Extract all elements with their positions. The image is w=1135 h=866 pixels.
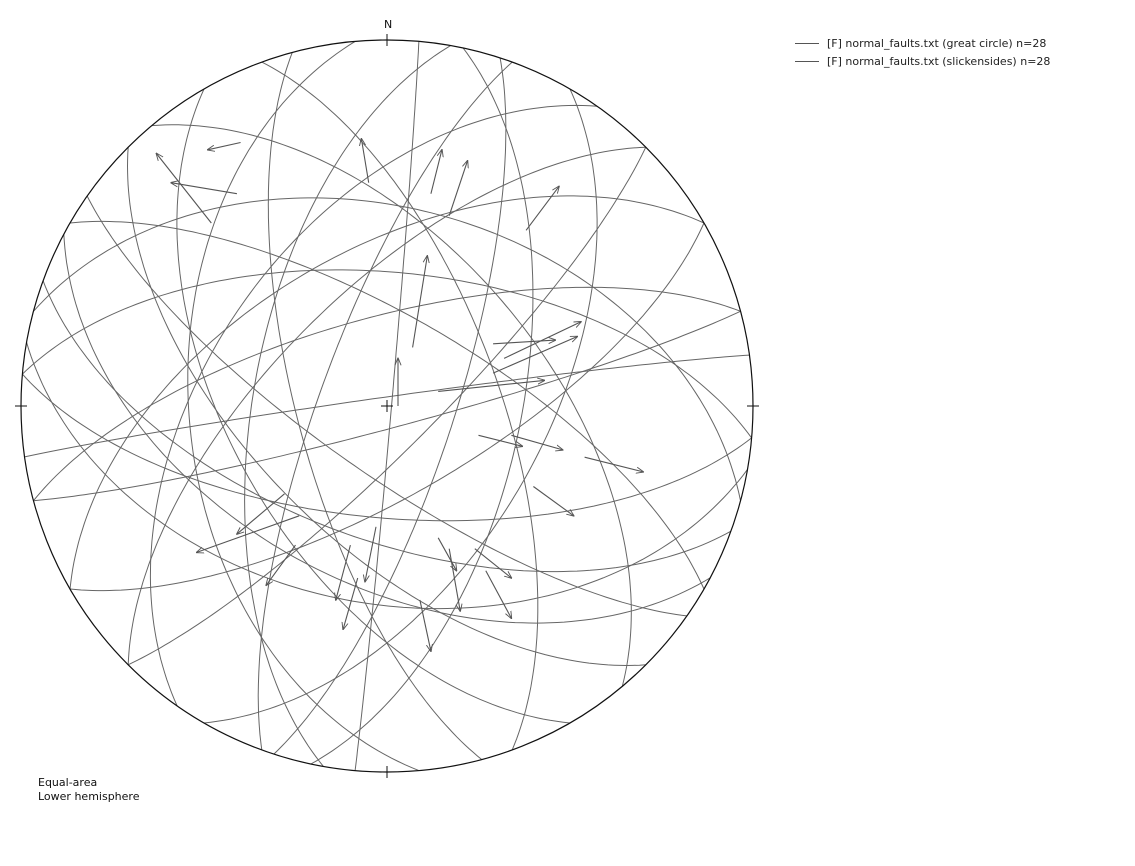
great-circle-17	[244, 45, 451, 767]
great-circle-16	[187, 40, 420, 772]
great-circle-10	[42, 280, 732, 573]
legend-item-slickensides: [F] normal_faults.txt (slickensides) n=2…	[795, 52, 1050, 70]
great-circle-24	[22, 269, 753, 439]
great-circle-15	[267, 52, 483, 760]
slickenside-arrow-13	[511, 434, 562, 450]
slickenside-arrow-23	[448, 548, 460, 611]
slickenside-arrow-10	[492, 337, 577, 374]
slickensides-group	[156, 139, 643, 651]
legend-item-great-circle: [F] normal_faults.txt (great circle) n=2…	[795, 34, 1050, 52]
great-circle-26	[69, 220, 705, 590]
slickenside-arrow-12	[478, 434, 523, 446]
slickenside-arrow-3	[156, 154, 212, 224]
great-circle-9	[26, 342, 748, 610]
great-circle-2	[310, 47, 534, 765]
slickenside-arrow-17	[237, 493, 285, 534]
legend-label: [F] normal_faults.txt (great circle) n=2…	[827, 36, 1047, 50]
great-circle-8	[22, 373, 752, 522]
great-circle-14	[176, 88, 571, 724]
great-circle-5	[127, 146, 647, 666]
great-circle-27	[151, 124, 632, 687]
slickenside-arrow-20	[336, 544, 351, 600]
great-circle-11	[63, 234, 711, 624]
great-circle-22	[33, 286, 741, 502]
projection-notes: Equal-area Lower hemisphere	[38, 776, 139, 804]
slickenside-arrow-11	[493, 340, 555, 345]
slickenside-arrow-16	[533, 486, 573, 516]
slickenside-arrow-6	[430, 150, 442, 194]
slickenside-arrow-21	[365, 526, 377, 582]
slickenside-arrow-1	[412, 256, 428, 348]
projection-label: Equal-area	[38, 776, 98, 789]
hemisphere-label: Lower hemisphere	[38, 790, 140, 803]
great-circle-28	[261, 61, 539, 751]
legend: [F] normal_faults.txt (great circle) n=2…	[795, 34, 1050, 70]
slickenside-arrow-14	[438, 380, 544, 392]
slickenside-arrow-7	[448, 161, 467, 216]
slickenside-arrow-15	[584, 456, 644, 472]
tick-marks	[15, 34, 759, 778]
great-circle-4	[203, 88, 598, 724]
legend-line-icon	[795, 42, 819, 44]
slickenside-arrow-4	[171, 183, 237, 195]
slickenside-arrow-2	[361, 139, 370, 183]
great-circle-18	[257, 61, 513, 750]
slickenside-arrow-26	[419, 599, 431, 651]
slickenside-arrow-9	[503, 322, 581, 359]
great-circle-6	[69, 222, 705, 592]
great-circle-19	[149, 104, 597, 707]
great-circle-20	[127, 146, 646, 665]
slickenside-arrow-18	[197, 515, 300, 553]
great-circle-21	[69, 195, 705, 590]
slickenside-arrow-24	[437, 537, 456, 571]
slickenside-arrow-8	[525, 186, 559, 231]
slickenside-arrow-25	[485, 570, 512, 619]
great-circle-7	[33, 310, 741, 502]
great-circle-23	[24, 354, 750, 458]
slickenside-arrow-27	[474, 548, 512, 578]
great-circles-group	[22, 40, 753, 772]
great-circle-3	[273, 57, 507, 755]
legend-line-icon	[795, 60, 819, 62]
slickenside-arrow-5	[208, 141, 241, 150]
slickenside-arrow-19	[266, 544, 296, 585]
slickenside-arrow-22	[343, 577, 359, 629]
north-label: N	[384, 18, 393, 31]
great-circle-13	[126, 147, 646, 667]
legend-label: [F] normal_faults.txt (slickensides) n=2…	[827, 54, 1051, 68]
great-circle-25	[33, 197, 741, 501]
